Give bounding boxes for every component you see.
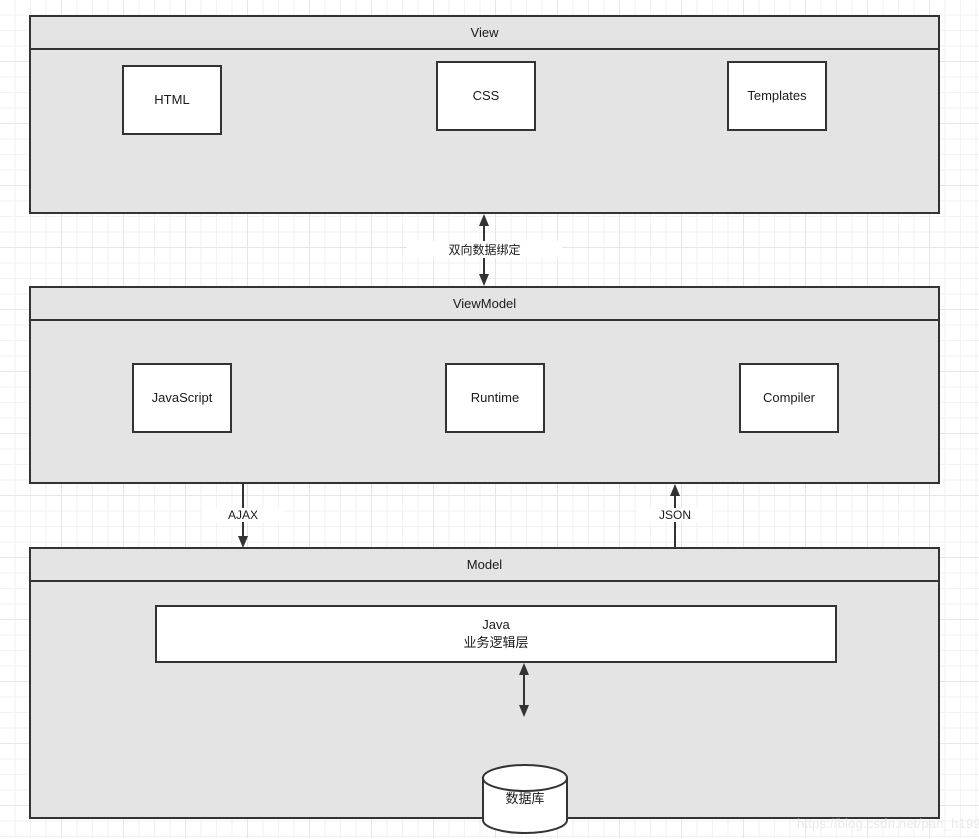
connector-ajax-label: AJAX: [202, 508, 284, 522]
node-java-business-logic[interactable]: Java 业务逻辑层: [155, 605, 837, 663]
layer-model-title: Model: [31, 549, 938, 582]
database-cylinder-icon: [482, 764, 568, 834]
node-javascript-label: JavaScript: [151, 390, 213, 406]
connector-view-viewmodel-label: 双向数据绑定: [407, 241, 562, 258]
node-java-business-logic-label: Java 业务逻辑层: [463, 617, 529, 650]
node-compiler[interactable]: Compiler: [739, 363, 839, 433]
layer-model-body: Java 业务逻辑层 数据库: [31, 582, 938, 834]
node-runtime-label: Runtime: [470, 390, 520, 406]
node-html[interactable]: HTML: [122, 65, 222, 135]
node-runtime[interactable]: Runtime: [445, 363, 545, 433]
connector-java-database[interactable]: [515, 663, 533, 717]
layer-viewmodel-body: JavaScript Runtime Compiler: [31, 321, 938, 484]
node-css[interactable]: CSS: [436, 61, 536, 131]
layer-view-title: View: [31, 17, 938, 50]
watermark: https://blog.csdn.net/pan_h1995: [797, 816, 979, 831]
layer-model[interactable]: Model Java 业务逻辑层 数据库: [29, 547, 940, 834]
layer-view-body: HTML CSS Templates: [31, 50, 938, 214]
node-html-label: HTML: [154, 92, 190, 108]
node-templates[interactable]: Templates: [727, 61, 827, 131]
layer-viewmodel-title: ViewModel: [31, 288, 938, 321]
node-javascript[interactable]: JavaScript: [132, 363, 232, 433]
node-database[interactable]: 数据库: [480, 764, 570, 834]
layer-viewmodel[interactable]: ViewModel JavaScript Runtime Compiler: [29, 286, 940, 484]
node-templates-label: Templates: [747, 88, 807, 104]
node-css-label: CSS: [472, 88, 500, 104]
layer-view[interactable]: View HTML CSS Templates: [29, 15, 940, 214]
connector-json-label: JSON: [638, 508, 712, 522]
node-compiler-label: Compiler: [762, 390, 815, 406]
